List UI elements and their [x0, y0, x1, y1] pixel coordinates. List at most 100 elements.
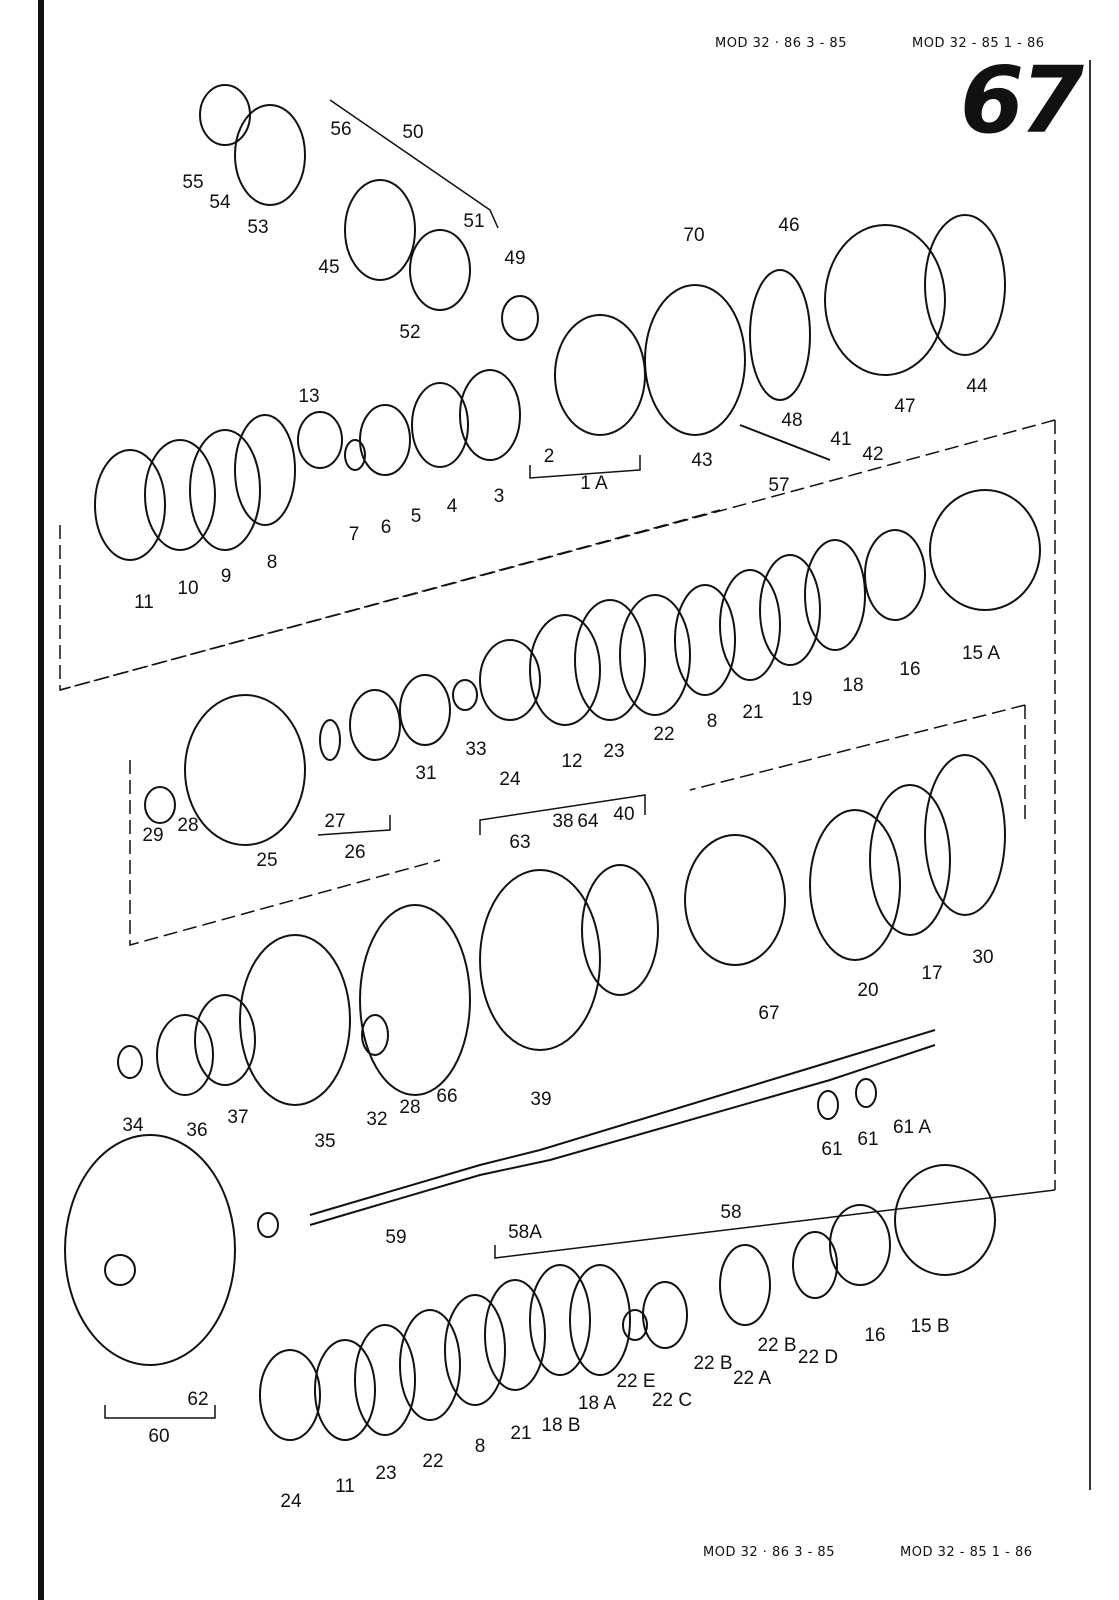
part-number-label: 43	[691, 450, 713, 471]
part-number-label: 70	[683, 225, 705, 246]
header-left: MOD 32 · 86 3 - 85	[715, 36, 847, 51]
part-number-label: 62	[187, 1389, 209, 1410]
part-number-label: 61	[821, 1139, 843, 1160]
part-number-label: 52	[399, 322, 421, 343]
part-number-label: 9	[220, 566, 232, 587]
part-number-label: 22 B	[693, 1353, 733, 1374]
part-number-label: 54	[209, 192, 231, 213]
part-number-label: 39	[530, 1089, 552, 1110]
footer-right: MOD 32 - 85 1 - 86	[900, 1545, 1033, 1560]
part-number-label: 45	[318, 257, 340, 278]
part-number-label: 13	[298, 386, 320, 407]
part-number-label: 20	[857, 980, 879, 1001]
part-number-label: 42	[862, 444, 884, 465]
part-number-label: 22 E	[616, 1371, 656, 1392]
part-number-label: 11	[134, 592, 154, 613]
parts-row-3	[144, 489, 1041, 846]
page-number: 67	[960, 47, 1084, 154]
part-number-label: 40	[613, 804, 635, 825]
part-number-label: 22	[653, 724, 675, 745]
part-number-label: 22 C	[651, 1390, 693, 1411]
part-number-label: 8	[266, 552, 278, 573]
part-number-label: 8	[474, 1436, 486, 1457]
part-number-label: 44	[966, 376, 988, 397]
part-number-label: 22 D	[797, 1347, 839, 1368]
part-number-label: 47	[894, 396, 916, 417]
part-number-label: 24	[499, 769, 521, 790]
part-number-label: 38	[552, 811, 574, 832]
part-number-label: 22 A	[732, 1368, 772, 1389]
part-number-label: 15 A	[961, 643, 1001, 664]
part-number-label: 50	[402, 122, 424, 143]
parts-row-2	[94, 369, 831, 561]
shaft-and-parts	[64, 1029, 996, 1441]
parts-row-1	[199, 84, 1006, 436]
part-number-label: 4	[446, 496, 458, 517]
part-number-label: 31	[415, 763, 437, 784]
part-number-label: 2	[543, 446, 555, 467]
part-number-label: 59	[385, 1227, 407, 1248]
part-number-label: 53	[247, 217, 269, 238]
part-number-label: 23	[375, 1463, 397, 1484]
part-number-label: 16	[899, 659, 921, 680]
part-number-label: 41	[830, 429, 852, 450]
part-number-label: 18	[842, 675, 864, 696]
part-number-label: 46	[778, 215, 800, 236]
part-number-label: 22 B	[757, 1335, 797, 1356]
part-number-label: 37	[227, 1107, 249, 1128]
parts-row-4	[117, 754, 1006, 1106]
part-number-label: 6	[380, 517, 392, 538]
part-number-label: 10	[177, 578, 199, 599]
part-number-label: 63	[509, 832, 531, 853]
part-number-label: 8	[706, 711, 718, 732]
part-number-label: 21	[742, 702, 764, 723]
part-number-label: 51	[463, 211, 485, 232]
part-number-label: 67	[758, 1003, 780, 1024]
part-number-label: 60	[148, 1426, 170, 1447]
part-number-label: 61	[857, 1129, 879, 1150]
page-edge	[38, 0, 44, 1600]
part-number-label: 35	[314, 1131, 336, 1152]
part-number-label: 33	[465, 739, 487, 760]
page-edge-right	[1089, 60, 1091, 1490]
part-number-label: 34	[122, 1115, 144, 1136]
part-number-label: 28	[177, 815, 199, 836]
part-number-label: 30	[972, 947, 994, 968]
part-number-label: 48	[781, 410, 803, 431]
part-number-label: 19	[791, 689, 813, 710]
part-number-label: 23	[603, 741, 625, 762]
part-number-label: 25	[256, 850, 278, 871]
part-number-label: 58A	[508, 1222, 542, 1243]
part-number-label: 24	[280, 1491, 302, 1512]
part-number-label: 3	[493, 486, 505, 507]
part-number-label: 16	[864, 1325, 886, 1346]
part-number-label: 7	[348, 524, 360, 545]
part-number-label: 58	[720, 1202, 742, 1223]
part-number-label: 55	[182, 172, 204, 193]
part-number-label: 28	[399, 1097, 421, 1118]
header-right: MOD 32 - 85 1 - 86	[912, 36, 1045, 51]
part-number-label: 27	[324, 811, 346, 832]
part-number-label: 12	[561, 751, 583, 772]
part-number-label: 29	[142, 825, 164, 846]
part-number-label: 36	[186, 1120, 208, 1141]
part-number-label: 15 B	[910, 1316, 950, 1337]
part-number-label: 66	[436, 1086, 458, 1107]
footer-left: MOD 32 · 86 3 - 85	[703, 1545, 835, 1560]
part-number-label: 56	[330, 119, 352, 140]
part-number-label: 32	[366, 1109, 388, 1130]
part-number-label: 21	[510, 1423, 532, 1444]
part-number-label: 26	[344, 842, 366, 863]
bracket-lines	[104, 99, 1056, 1419]
part-number-label: 61 A	[892, 1117, 932, 1138]
part-number-label: 64	[577, 811, 599, 832]
part-number-label: 57	[768, 475, 790, 496]
part-number-label: 22	[422, 1451, 444, 1472]
dashed-group-lines	[59, 419, 1056, 1190]
part-number-label: 18 A	[577, 1393, 617, 1414]
part-number-label: 49	[504, 248, 526, 269]
part-number-label: 5	[410, 506, 422, 527]
part-number-label: 11	[335, 1476, 355, 1497]
part-number-label: 1 A	[580, 473, 608, 494]
